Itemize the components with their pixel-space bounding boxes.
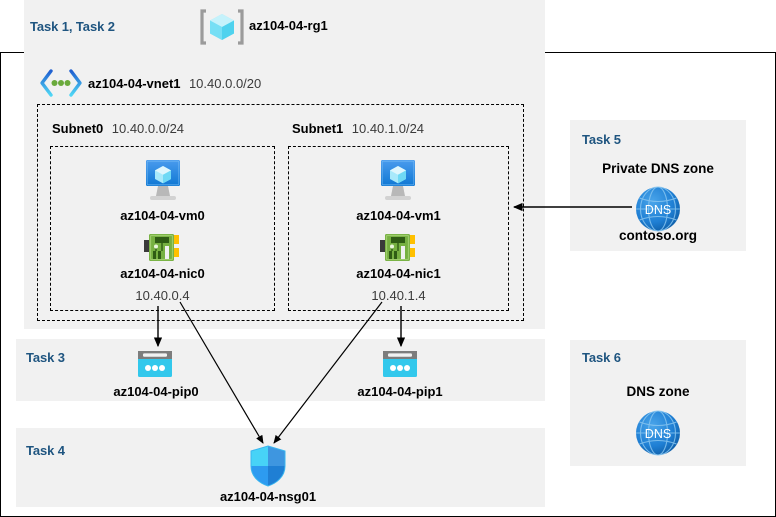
nic1-ip: 10.40.1.4 [371, 288, 426, 303]
resource-group-cube-icon [200, 9, 244, 45]
pip1-name: az104-04-pip1 [357, 384, 443, 399]
subnet1-box [288, 146, 509, 311]
nic1-name: az104-04-nic1 [356, 266, 441, 281]
network-interface-icon [380, 232, 418, 264]
subnet1-label: Subnet1 [292, 121, 344, 136]
subnet0-label: Subnet0 [52, 121, 104, 136]
dns-globe-icon: DNS [633, 408, 683, 458]
task-label-1-2: Task 1, Task 2 [30, 19, 115, 34]
dns-zone-heading: DNS zone [626, 384, 690, 399]
network-interface-icon [144, 232, 182, 264]
task-label-3: Task 3 [26, 350, 65, 365]
public-ip-address-icon [136, 349, 174, 379]
virtual-machine-icon [373, 158, 423, 204]
vnet-cidr: 10.40.0.0/20 [188, 76, 262, 91]
nic0-ip: 10.40.0.4 [135, 288, 190, 303]
task-label-6: Task 6 [582, 350, 621, 365]
vnet-name: az104-04-vnet1 [88, 76, 181, 91]
nic0-name: az104-04-nic0 [120, 266, 205, 281]
pip0-name: az104-04-pip0 [113, 384, 199, 399]
vnet-title-row: az104-04-vnet1 10.40.0.0/20 [88, 75, 261, 93]
network-security-group-shield-icon [248, 444, 288, 488]
vnet-panel [24, 52, 545, 329]
subnet1-cidr: 10.40.1.0/24 [351, 121, 425, 136]
dns-icon-text: DNS [645, 427, 671, 441]
virtual-network-icon [38, 68, 84, 98]
virtual-machine-icon [138, 158, 188, 204]
resource-group-name: az104-04-rg1 [249, 18, 328, 33]
public-ip-address-icon [381, 349, 419, 379]
vm1-name: az104-04-vm1 [356, 208, 441, 223]
subnet1-title-row: Subnet1 10.40.1.0/24 [292, 120, 424, 138]
dns-icon-text: DNS [645, 203, 671, 217]
private-dns-zone-heading: Private DNS zone [602, 161, 714, 176]
dns-globe-icon: DNS [633, 184, 683, 234]
subnet0-cidr: 10.40.0.0/24 [111, 121, 185, 136]
task-label-5: Task 5 [582, 132, 621, 147]
contoso-zone-name: contoso.org [619, 228, 697, 243]
subnet0-box [50, 146, 275, 311]
vm0-name: az104-04-vm0 [120, 208, 205, 223]
resource-group-header-panel [24, 0, 545, 52]
subnet0-title-row: Subnet0 10.40.0.0/24 [52, 120, 184, 138]
task-label-4: Task 4 [26, 443, 65, 458]
nsg-name: az104-04-nsg01 [219, 489, 317, 504]
